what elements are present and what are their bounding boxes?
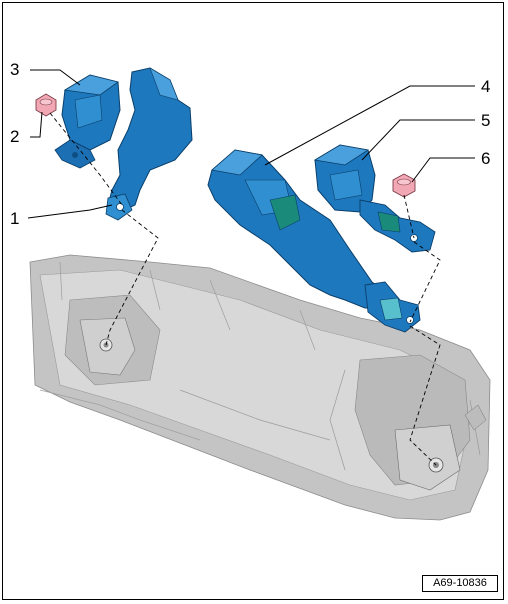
right-long-belt bbox=[207, 149, 421, 333]
callout-2: 2 bbox=[10, 127, 19, 146]
left-belt-buckle bbox=[54, 74, 121, 169]
figure-reference-code: A69-10836 bbox=[422, 575, 498, 592]
right-short-buckle bbox=[313, 144, 436, 253]
left-bracket bbox=[105, 67, 193, 221]
callout-6: 6 bbox=[481, 149, 490, 168]
nut-2-icon bbox=[35, 93, 57, 117]
assembly-lines bbox=[49, 112, 441, 466]
nut-6-icon bbox=[392, 173, 416, 198]
callout-4: 4 bbox=[481, 77, 490, 96]
floor-pan bbox=[29, 254, 491, 521]
figure-frame bbox=[2, 2, 504, 600]
callout-5: 5 bbox=[481, 111, 490, 130]
callout-3: 3 bbox=[10, 60, 19, 79]
callout-1: 1 bbox=[10, 209, 19, 228]
leader-lines bbox=[27, 69, 475, 219]
